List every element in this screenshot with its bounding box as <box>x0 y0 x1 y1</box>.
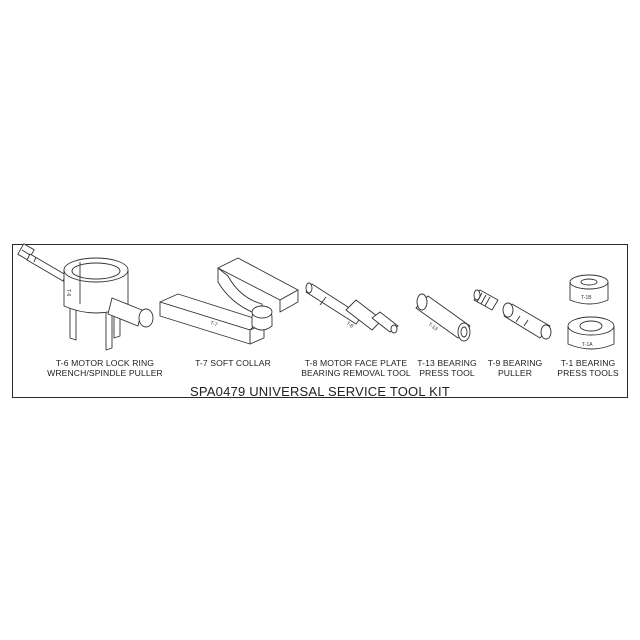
t13-caption: T-13 BEARING PRESS TOOL <box>412 358 482 378</box>
t8-caption-line1: T-8 MOTOR FACE PLATE <box>304 358 408 368</box>
t6-part-mark: T-6 <box>65 289 71 296</box>
t1-press-tools-drawing <box>567 274 615 350</box>
t6-caption-line2: WRENCH/SPINDLE PULLER <box>47 368 163 378</box>
t8-caption: T-8 MOTOR FACE PLATE BEARING REMOVAL TOO… <box>296 358 416 378</box>
kit-title: SPA0479 UNIVERSAL SERVICE TOOL KIT <box>190 384 450 399</box>
t1b-part-mark: T-1B <box>581 295 592 301</box>
t13-part-mark: T-13 <box>427 322 439 333</box>
t1-caption: T-1 BEARING PRESS TOOLS <box>552 358 624 378</box>
t1a-part-mark: T-1A <box>582 342 593 348</box>
t13-caption-line1: T-13 BEARING <box>417 358 477 368</box>
t6-caption: T-6 MOTOR LOCK RING WRENCH/SPINDLE PULLE… <box>30 358 180 378</box>
t9-caption-line1: T-9 BEARING <box>487 358 543 368</box>
t9-puller-drawing <box>473 289 552 340</box>
t8-part-mark: T-8 <box>345 321 355 330</box>
t1-caption-line2: PRESS TOOLS <box>557 368 619 378</box>
t8-caption-line2: BEARING REMOVAL TOOL <box>301 368 411 378</box>
t13-caption-line2: PRESS TOOL <box>419 368 475 378</box>
t6-wrench-drawing <box>17 243 154 351</box>
t7-caption: T-7 SOFT COLLAR <box>178 358 288 368</box>
t1-caption-line1: T-1 BEARING <box>560 358 616 368</box>
t9-caption-line2: PULLER <box>497 368 533 378</box>
t13-tool-drawing <box>415 293 471 342</box>
t7-collar-drawing <box>159 257 299 345</box>
t8-tool-drawing <box>305 282 399 334</box>
t6-caption-line1: T-6 MOTOR LOCK RING <box>55 358 155 368</box>
t7-part-mark: T-7 <box>209 320 218 328</box>
t7-caption-line1: T-7 SOFT COLLAR <box>195 358 271 368</box>
t9-caption: T-9 BEARING PULLER <box>480 358 550 378</box>
